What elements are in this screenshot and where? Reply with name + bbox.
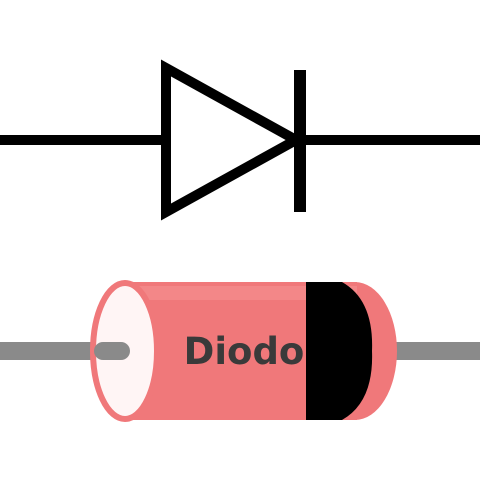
schematic-triangle (161, 59, 307, 221)
cathode-band (306, 282, 373, 420)
diode-label: Diodo (184, 330, 305, 373)
right-lead-wire (390, 342, 480, 360)
diode-component-icon: Diodo (0, 280, 480, 422)
left-lead-stub (94, 342, 130, 360)
diode-schematic-icon (0, 59, 480, 221)
diode-body-highlight (125, 286, 357, 300)
